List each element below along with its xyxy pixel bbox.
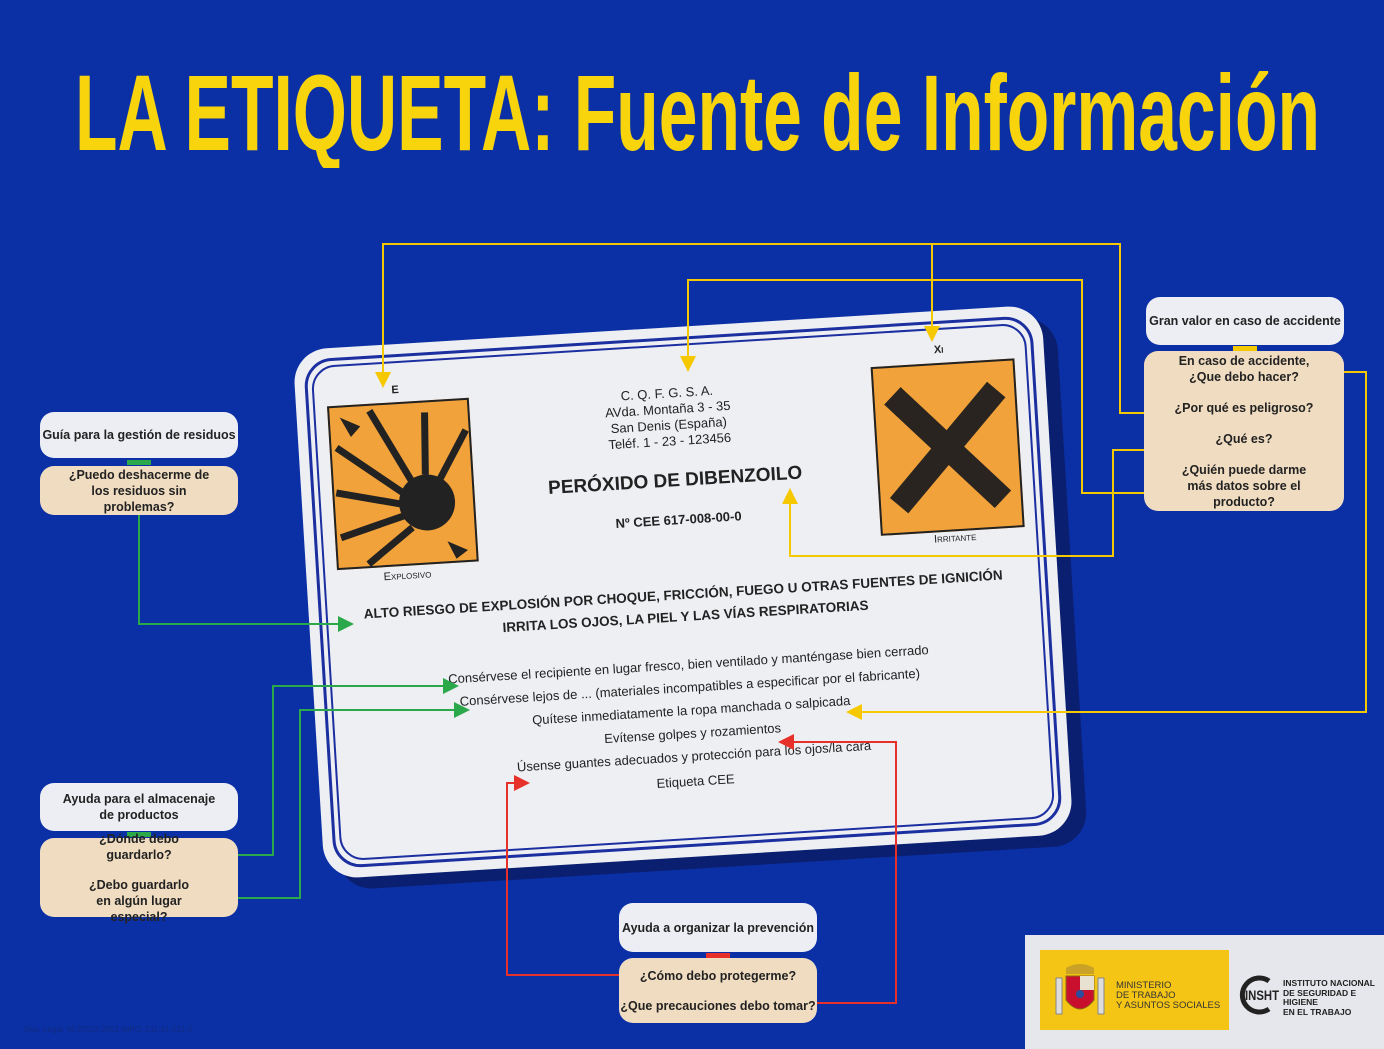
logos-panel: MINISTERIO DE TRABAJO Y ASUNTOS SOCIALES… [1025,935,1384,1049]
insht-line: EN EL TRABAJO [1283,1006,1352,1017]
connector-tab [127,832,151,837]
question: ¿Debo guardarlo en algún lugar especial? [88,877,189,924]
accident-heading-box: Gran valor en caso de accidente [1146,297,1344,345]
question: ¿Puedo deshacerme de los residuos sin pr… [68,467,210,514]
question: ¿Cómo debo protegerme? [639,968,797,983]
prevention-heading-box: Ayuda a organizar la prevención [619,903,817,952]
storage-heading-box: Ayuda para el almacenaje de productos [40,783,238,831]
question: ¿Quién puede darme más datos sobre el pr… [1181,462,1307,509]
question: ¿Que precauciones debo tomar? [620,998,816,1013]
explosive-icon [327,397,479,571]
waste-heading-box: Guía para la gestión de residuos [40,412,238,458]
poster-title-wrap: LA ETIQUETA: Fuente de Información [75,52,1320,168]
irritant-x-icon [870,358,1025,536]
insht-line: DE SEGURIDAD E HIGIENE [1283,987,1357,1007]
storage-question-box: ¿Dónde debo guardarlo? ¿Debo guardarlo e… [40,832,238,924]
connector-tab [706,953,730,958]
prevention-question-box: ¿Cómo debo protegerme? ¿Que precauciones… [619,958,817,1023]
accident-question-box: En caso de accidente, ¿Que debo hacer? ¿… [1144,351,1344,511]
chemical-label: E Explosivo Xi Irritante C. Q. F. G. S. … [292,304,1074,880]
question: ¿Dónde debo guardarlo? [99,831,179,862]
connector-tab [127,460,151,465]
insht-emblem-icon: INSHT [1239,975,1279,1015]
arrow-to-storage-1 [238,678,459,856]
arrow-to-protection [506,775,619,976]
arrow-to-product [782,449,1145,557]
question: ¿Qué es? [1215,431,1273,446]
arrow-to-handling [778,734,897,1004]
question: En caso de accidente, ¿Que debo hacer? [1178,353,1310,384]
poster-title: LA ETIQUETA: Fuente de Información [75,52,1320,168]
ministerio-logo: MINISTERIO DE TRABAJO Y ASUNTOS SOCIALES [1040,950,1229,1030]
ministerio-line: DE TRABAJO [1116,990,1176,1001]
spanish-coat-of-arms-icon [1055,964,1105,1015]
arrow-to-e-pictogram [375,243,1145,414]
ministerio-line: Y ASUNTOS SOCIALES [1116,1000,1221,1011]
legal-deposit: Dep. Legal: M-25552-2001 NIPO: 211-01-01… [24,1025,193,1034]
arrow-to-first-aid [846,371,1367,720]
arrow-to-hazard [138,515,354,632]
question: ¿Por qué es peligroso? [1174,400,1314,415]
connector-tab [1233,346,1257,351]
ministerio-line: MINISTERIO [1116,980,1172,991]
arrow-to-supplier [680,279,1145,494]
ministerio-text: MINISTERIO DE TRABAJO Y ASUNTOS SOCIALES [1116,981,1220,1011]
arrow-to-storage-2 [238,702,470,899]
waste-question-box: ¿Puedo deshacerme de los residuos sin pr… [40,466,238,515]
insht-logo-text: INSHT [1245,987,1279,1003]
insht-line: INSTITUTO NACIONAL [1283,978,1375,988]
insht-text: INSTITUTO NACIONAL DE SEGURIDAD E HIGIEN… [1283,978,1384,1017]
